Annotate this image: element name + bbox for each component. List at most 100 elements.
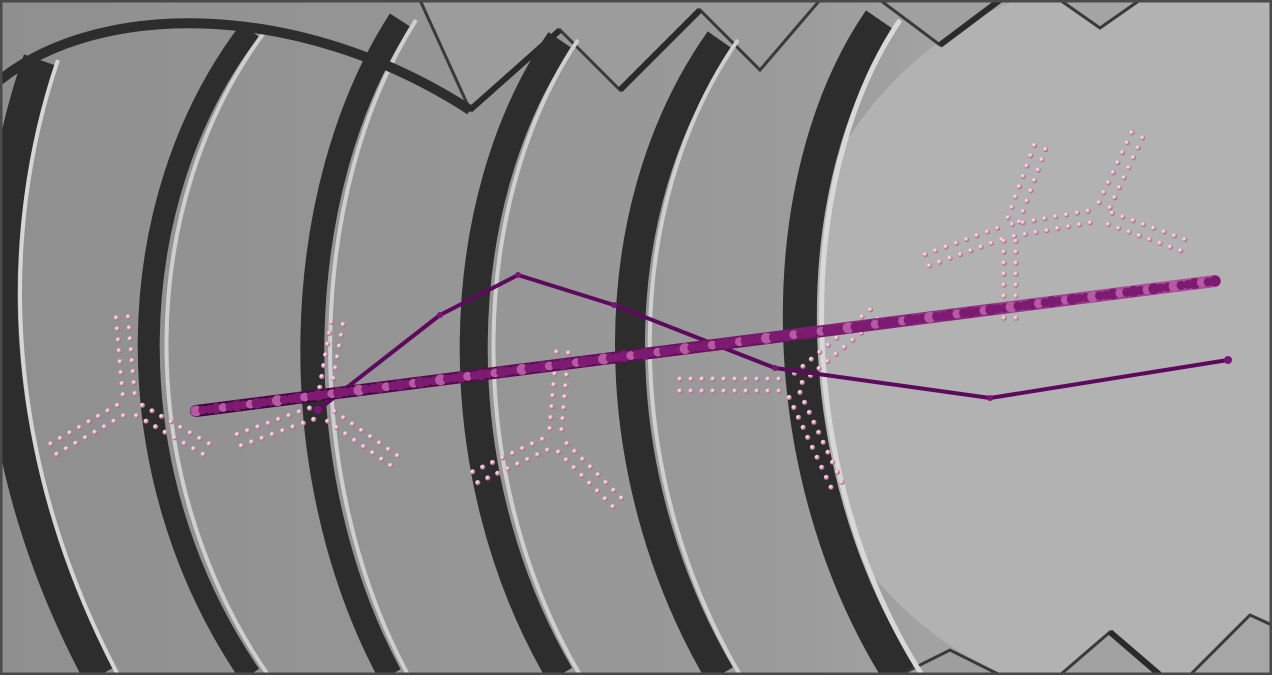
point	[73, 440, 79, 446]
point	[191, 446, 197, 452]
point	[1044, 227, 1050, 234]
trajectory-vertex[interactable]	[772, 365, 778, 371]
trajectory-vertex[interactable]	[1224, 356, 1232, 364]
point	[1157, 240, 1163, 246]
point	[808, 356, 815, 362]
point	[159, 413, 165, 419]
point	[394, 453, 401, 459]
point	[1022, 231, 1028, 237]
point	[677, 376, 683, 382]
point	[117, 359, 123, 365]
point	[334, 424, 340, 431]
point	[485, 475, 491, 481]
rod-bead	[544, 361, 554, 371]
trajectory-vertex[interactable]	[314, 406, 322, 414]
point	[495, 470, 501, 476]
point	[539, 436, 546, 442]
point	[388, 462, 394, 468]
point	[743, 376, 749, 382]
point	[286, 413, 292, 419]
rod-bead	[463, 371, 473, 381]
point	[859, 314, 865, 320]
rod-bead	[361, 384, 371, 394]
point	[816, 365, 822, 371]
point	[834, 335, 840, 341]
point	[379, 456, 385, 462]
point	[168, 419, 174, 425]
point	[800, 424, 806, 430]
point	[1130, 218, 1136, 224]
trajectory-vertex[interactable]	[611, 302, 617, 308]
trajectory-vertex[interactable]	[515, 272, 521, 278]
point	[1115, 160, 1121, 166]
trajectory-vertices[interactable]	[314, 272, 1232, 414]
point	[343, 431, 349, 437]
point	[554, 349, 560, 355]
rod-bead	[1196, 278, 1206, 288]
point	[953, 240, 959, 246]
point	[825, 449, 831, 455]
point	[1087, 220, 1093, 226]
point	[1182, 236, 1188, 243]
point	[814, 454, 820, 460]
point	[809, 444, 816, 450]
point	[754, 388, 760, 394]
point	[120, 413, 127, 419]
point	[1140, 221, 1146, 227]
point	[802, 399, 808, 405]
point	[1028, 188, 1034, 194]
rod-bead	[626, 351, 636, 360]
trajectory-vertex[interactable]	[437, 312, 443, 318]
point	[1065, 224, 1072, 230]
point	[162, 429, 168, 435]
point	[67, 430, 73, 436]
point	[187, 430, 193, 436]
point	[529, 441, 536, 447]
point	[1076, 222, 1082, 228]
rod-bead	[198, 405, 208, 415]
rod-bead	[1054, 296, 1064, 306]
point	[1013, 282, 1019, 288]
point	[130, 369, 136, 375]
rod-bead	[218, 403, 228, 412]
point	[238, 443, 244, 449]
point	[825, 358, 831, 364]
point	[1028, 153, 1034, 159]
point	[545, 447, 551, 453]
point	[1074, 210, 1080, 216]
point	[349, 421, 356, 427]
point	[995, 225, 1001, 231]
point	[1107, 205, 1113, 211]
point	[307, 405, 313, 411]
point	[1020, 219, 1026, 226]
point	[245, 428, 251, 434]
trajectory-vertex[interactable]	[987, 395, 993, 401]
point	[580, 456, 586, 462]
rod-bead	[707, 340, 717, 350]
point	[520, 445, 526, 452]
point	[181, 440, 187, 446]
point	[101, 424, 107, 430]
point	[317, 384, 323, 390]
point	[710, 376, 716, 382]
point	[817, 349, 823, 355]
point	[118, 370, 124, 376]
point	[255, 424, 261, 430]
point	[721, 388, 727, 394]
point	[197, 435, 203, 441]
point	[571, 465, 577, 471]
rod-bead	[993, 304, 1003, 314]
point	[1042, 216, 1048, 222]
point	[1161, 229, 1167, 235]
point	[559, 427, 565, 433]
point	[525, 456, 531, 462]
point	[376, 440, 383, 446]
point	[48, 441, 54, 447]
rod-bead	[239, 400, 249, 410]
point	[1020, 173, 1026, 179]
point	[1016, 184, 1023, 190]
point	[505, 466, 511, 472]
